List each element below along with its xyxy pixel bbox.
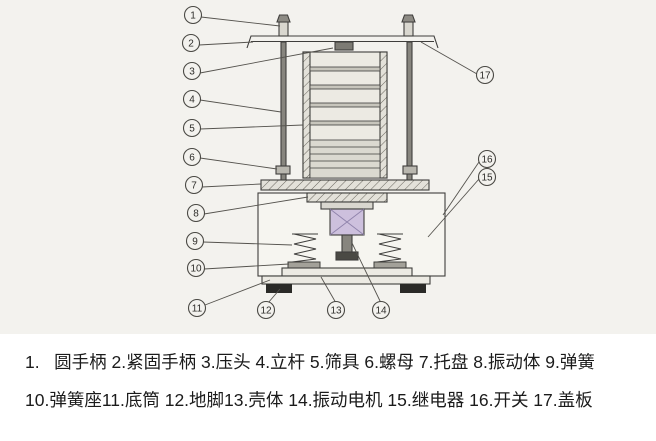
svg-text:2: 2: [188, 39, 194, 50]
base-cylinder: [261, 267, 431, 293]
sieve-stack: [302, 51, 388, 179]
springs: [287, 233, 407, 269]
svg-text:12: 12: [260, 306, 272, 317]
callout-16: 16: [477, 149, 497, 169]
callout-5: 5: [182, 118, 202, 138]
leader-lines: [198, 16, 480, 306]
callout-10: 10: [186, 258, 206, 278]
legend-line-1: 1. 圆手柄 2.紧固手柄 3.压头 4.立杆 5.筛具 6.螺母 7.托盘 8…: [25, 352, 595, 372]
callout-1: 1: [183, 5, 203, 25]
left-clamp-bolt: [278, 21, 289, 37]
callout-2: 2: [181, 33, 201, 53]
right-spring: [376, 233, 403, 263]
callout-11: 11: [187, 298, 207, 318]
callouts: 1 2 3 4 5: [181, 5, 497, 320]
svg-text:9: 9: [192, 237, 198, 248]
svg-text:14: 14: [375, 306, 387, 317]
svg-text:3: 3: [189, 67, 195, 78]
callout-8: 8: [186, 203, 206, 223]
right-clamp-bolt: [403, 21, 414, 37]
legend-line-2: 10.弹簧座11.底筒 12.地脚13.壳体 14.振动电机 15.继电器 16…: [25, 390, 593, 410]
right-spring-seat: [373, 261, 407, 269]
callout-7: 7: [184, 175, 204, 195]
svg-text:8: 8: [193, 209, 199, 220]
callout-12: 12: [256, 300, 276, 320]
callout-6: 6: [182, 147, 202, 167]
diagram-area: 1 2 3 4 5: [0, 0, 656, 334]
svg-text:1: 1: [190, 11, 196, 22]
parts-legend: 1. 圆手柄 2.紧固手柄 3.压头 4.立杆 5.筛具 6.螺母 7.托盘 8…: [0, 352, 656, 411]
callout-13: 13: [326, 300, 346, 320]
callout-9: 9: [185, 231, 205, 251]
svg-text:5: 5: [189, 124, 195, 135]
svg-text:6: 6: [189, 153, 195, 164]
left-round-handle: [276, 14, 291, 23]
left-spring-seat: [287, 261, 321, 269]
svg-text:11: 11: [192, 304, 203, 315]
left-nut: [275, 165, 291, 175]
left-spring: [291, 233, 318, 263]
callout-15: 15: [477, 167, 497, 187]
callout-14: 14: [371, 300, 391, 320]
svg-text:4: 4: [189, 95, 195, 106]
machine-drawing: [246, 14, 446, 293]
svg-text:17: 17: [479, 71, 491, 82]
svg-text:16: 16: [481, 155, 493, 166]
right-foot: [400, 284, 426, 293]
left-foot: [266, 284, 292, 293]
vibrating-sieve-assembly-diagram: 1 2 3 4 5: [181, 5, 497, 320]
svg-text:7: 7: [191, 181, 197, 192]
press-head: [334, 41, 354, 51]
svg-text:13: 13: [330, 306, 342, 317]
right-round-handle: [401, 14, 416, 23]
svg-text:10: 10: [190, 264, 202, 275]
right-nut: [402, 165, 418, 175]
vibration-motor: [329, 208, 365, 261]
callout-17: 17: [475, 65, 495, 85]
svg-text:15: 15: [481, 173, 493, 184]
callout-4: 4: [182, 89, 202, 109]
tray: [260, 179, 430, 191]
callout-3: 3: [182, 61, 202, 81]
